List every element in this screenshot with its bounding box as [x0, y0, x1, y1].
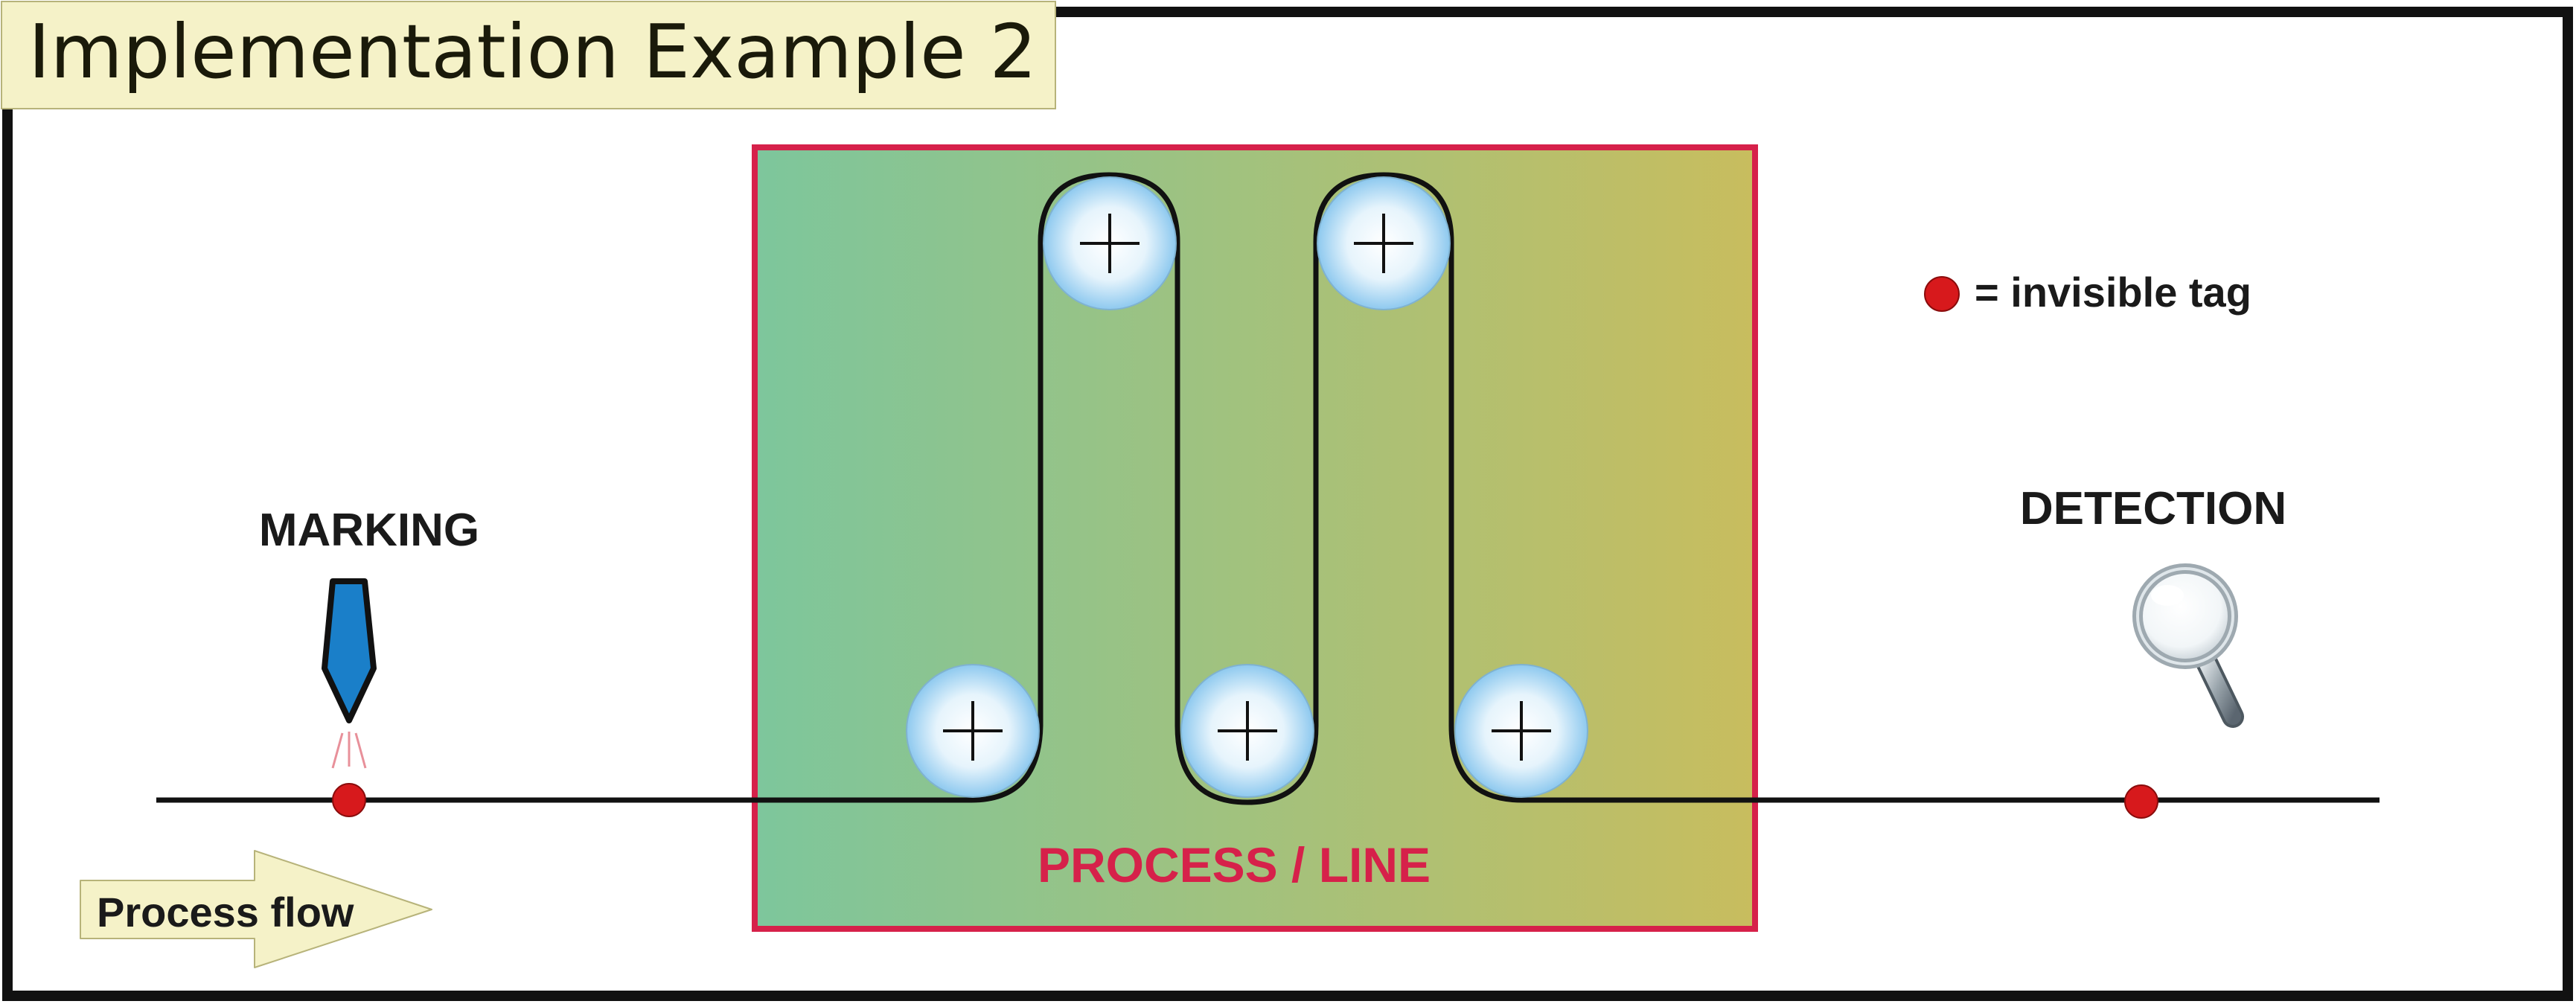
right-arrow-icon [80, 850, 432, 968]
page-title: Implementation Example 2 [28, 8, 1037, 95]
invisible-tag-detected [2124, 784, 2158, 819]
roller-top-2 [1317, 176, 1451, 310]
roller-top-1 [1043, 176, 1177, 310]
magnifying-glass-icon [2132, 563, 2244, 728]
marker-pen-icon [322, 578, 377, 723]
roller-bottom-1 [906, 664, 1040, 798]
title-box [1, 1, 1056, 109]
roller-bottom-2 [1180, 664, 1314, 798]
material-path [156, 172, 2380, 805]
detection-label: DETECTION [2020, 483, 2286, 534]
marking-label: MARKING [259, 505, 479, 556]
outer-frame [2, 7, 2573, 1001]
legend-tag-icon [1924, 276, 1960, 312]
process-box [752, 144, 1758, 932]
spray-lines [331, 732, 367, 769]
process-flow-label: Process flow [97, 889, 354, 936]
legend-label: = invisible tag [1975, 269, 2251, 316]
roller-bottom-3 [1454, 664, 1588, 798]
process-line-label: PROCESS / LINE [1038, 837, 1431, 892]
invisible-tag-marked [332, 783, 366, 817]
